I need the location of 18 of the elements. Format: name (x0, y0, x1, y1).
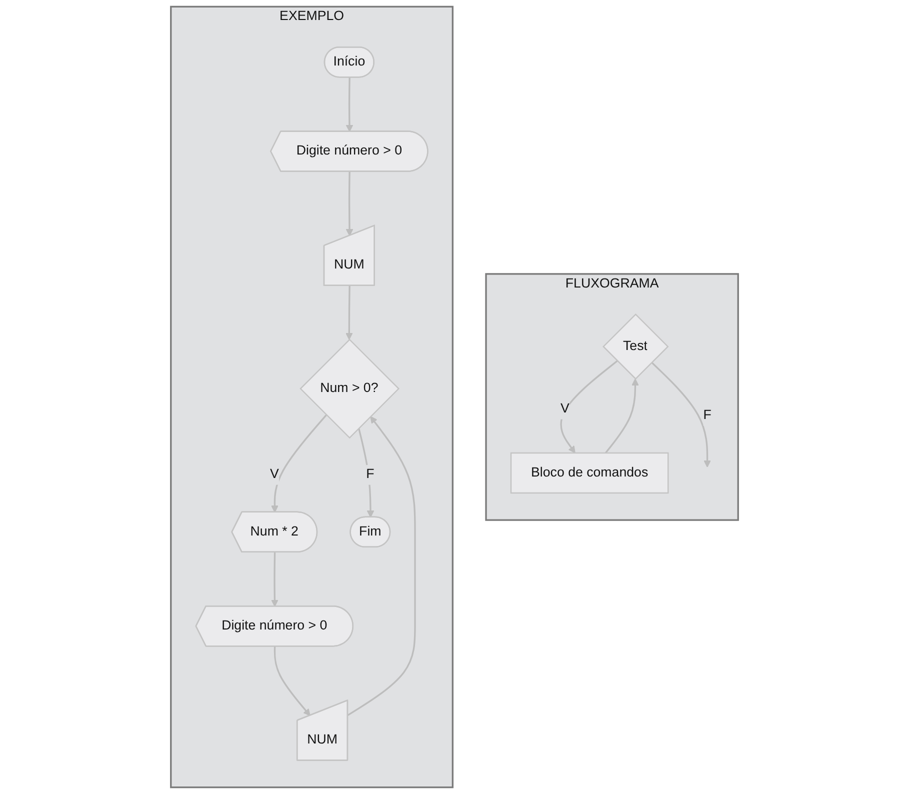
node-box: Bloco de comandos (510, 452, 669, 494)
edge-label: V (270, 467, 279, 482)
arrow (604, 378, 639, 454)
edge-label: V (560, 402, 570, 416)
arrow (271, 552, 278, 607)
arrow (560, 360, 618, 454)
arrow (347, 416, 416, 716)
edge-label: F (366, 467, 374, 482)
arrow (346, 77, 354, 132)
arrow (358, 428, 374, 518)
arrow (271, 414, 327, 513)
arrow (346, 172, 354, 236)
edge-label: F (703, 408, 712, 423)
arrow (274, 646, 310, 716)
node-diamond: Num > 0? (300, 338, 400, 439)
node-diamond: Test (602, 313, 669, 380)
arrow (346, 286, 353, 340)
arrow (651, 362, 711, 468)
